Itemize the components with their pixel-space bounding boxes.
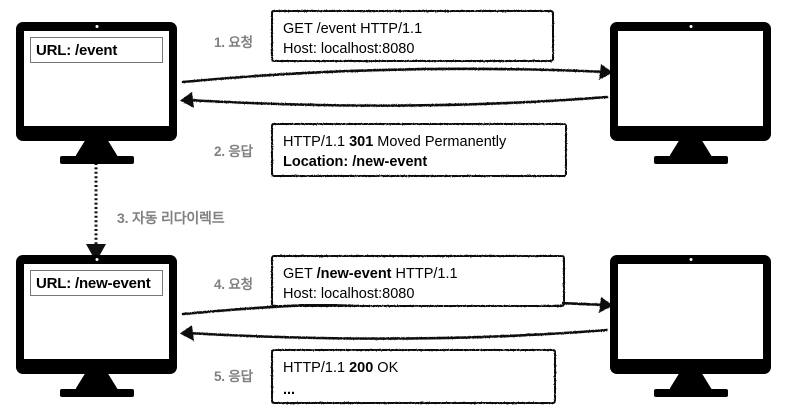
monitor-neck: [75, 141, 118, 156]
message-line: HTTP/1.1 301 Moved Permanently: [283, 132, 556, 152]
message-text: Host: localhost:8080: [283, 41, 415, 57]
message-box-request-2: GET /new-event HTTP/1.1 Host: localhost:…: [274, 258, 562, 304]
monitor-bezel: URL: /new-event: [16, 255, 177, 374]
arrow-response-2: [180, 325, 609, 341]
monitor-foot: [59, 389, 134, 397]
step-label-4: 4. 요청: [214, 277, 253, 292]
step-label-2: 2. 응답: [214, 144, 253, 159]
message-line: Host: localhost:8080: [283, 284, 554, 304]
webcam-dot: [95, 258, 98, 261]
webcam-dot: [689, 25, 692, 28]
url-bar-text: URL: /event: [36, 41, 118, 59]
message-text: HTTP/1.1: [391, 266, 458, 282]
message-text: HTTP/1.1: [283, 134, 350, 150]
message-ellipsis: ...: [283, 382, 296, 398]
monitor-foot: [59, 156, 134, 164]
message-line: GET /event HTTP/1.1: [283, 19, 543, 39]
message-line: HTTP/1.1 200 OK: [283, 358, 545, 378]
server-monitor-bottom: [610, 255, 771, 397]
message-box-request-1: GET /event HTTP/1.1 Host: localhost:8080: [274, 13, 551, 59]
monitor-screen: URL: /new-event: [24, 264, 169, 359]
step-label-3: 3. 자동 리다이렉트: [117, 210, 225, 226]
status-code: 301: [349, 134, 374, 150]
monitor-bezel: URL: /event: [16, 22, 177, 141]
monitor-neck: [75, 374, 118, 389]
server-monitor-top: [610, 22, 771, 164]
request-path: /new-event: [316, 266, 392, 282]
status-code: 200: [349, 360, 374, 376]
message-box-response-1: HTTP/1.1 301 Moved Permanently Location:…: [274, 126, 564, 174]
url-bar-text: URL: /new-event: [36, 274, 151, 292]
monitor-foot: [653, 389, 728, 397]
message-text: OK: [373, 360, 399, 376]
message-line: Location: /new-event: [283, 152, 556, 172]
url-bar-client-top[interactable]: URL: /event: [30, 37, 163, 63]
monitor-neck: [669, 374, 712, 389]
message-text: Moved Permanently: [373, 134, 507, 150]
message-text: HTTP/1.1: [283, 360, 350, 376]
webcam-dot: [95, 25, 98, 28]
monitor-bezel: [610, 22, 771, 141]
message-box-response-2: HTTP/1.1 200 OK ...: [274, 352, 553, 401]
monitor-bezel: [610, 255, 771, 374]
client-monitor-bottom: URL: /new-event: [16, 255, 177, 397]
arrow-response-1: [180, 92, 609, 108]
url-bar-client-bottom[interactable]: URL: /new-event: [30, 270, 163, 296]
webcam-dot: [689, 258, 692, 261]
client-monitor-top: URL: /event: [16, 22, 177, 164]
location-header: Location: /new-event: [283, 154, 428, 170]
message-text: Host: localhost:8080: [283, 286, 415, 302]
step-label-5: 5. 응답: [214, 369, 253, 384]
message-line: GET /new-event HTTP/1.1: [283, 264, 554, 284]
arrow-auto-redirect: [86, 163, 106, 262]
step-label-1: 1. 요청: [214, 35, 253, 50]
message-line: Host: localhost:8080: [283, 39, 543, 59]
monitor-foot: [653, 156, 728, 164]
monitor-screen: [618, 31, 763, 126]
monitor-screen: URL: /event: [24, 31, 169, 126]
monitor-neck: [669, 141, 712, 156]
message-text: GET: [283, 266, 317, 282]
message-text: GET /event HTTP/1.1: [283, 21, 423, 37]
message-line: ...: [283, 380, 545, 400]
monitor-screen: [618, 264, 763, 359]
arrow-request-1: [181, 64, 613, 84]
